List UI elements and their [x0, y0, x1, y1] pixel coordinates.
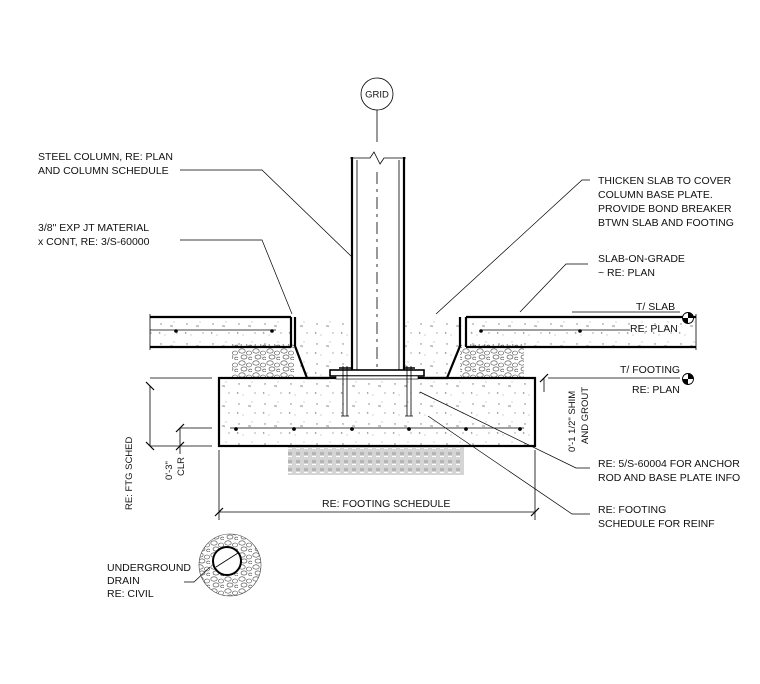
callout-clr: 0'-3" CLR	[164, 457, 187, 480]
callout-line: 3/8" EXP JT MATERIAL	[38, 222, 149, 234]
callout-line: THICKEN SLAB TO COVER	[598, 175, 732, 187]
grid-label: GRID	[365, 90, 389, 101]
t-slab-marker	[682, 312, 694, 324]
drain-pipe	[212, 546, 242, 576]
callout-line: AND COLUMN SCHEDULE	[38, 165, 169, 177]
callout-line: RE: 5/S-60004 FOR ANCHOR	[598, 458, 740, 470]
callout-line: ROD AND BASE PLATE INFO	[598, 472, 740, 484]
callout-t-footing: T/ FOOTING RE: PLAN	[620, 364, 680, 396]
callout-ftg-sched: RE: FTG SCHED	[124, 436, 135, 510]
grout	[335, 375, 419, 380]
soil-below-footing	[288, 447, 464, 475]
callout-line: x CONT, RE: 3/S-60000	[38, 236, 150, 248]
callout-t-slab: T/ SLAB RE: PLAN	[630, 301, 678, 335]
callout-line: 0'-1 1/2" SHIM	[567, 391, 578, 452]
callout-line: CLR	[176, 457, 187, 476]
callout-line: STEEL COLUMN, RE: PLAN	[38, 151, 173, 163]
footing-rebar-dots	[234, 427, 522, 431]
callout-slab-on-grade: SLAB-ON-GRADE ~ RE: PLAN	[598, 253, 685, 279]
callout-line: COLUMN BASE PLATE.	[598, 189, 713, 201]
callout-line: RE: CIVIL	[107, 588, 154, 600]
callout-line: 0'-3"	[164, 461, 175, 480]
callout-line: T/ FOOTING	[620, 364, 680, 376]
callout-line: PROVIDE BOND BREAKER	[598, 203, 732, 215]
base-plate	[329, 369, 425, 377]
column-break	[350, 151, 406, 165]
callout-thicken-slab: THICKEN SLAB TO COVER COLUMN BASE PLATE.…	[598, 175, 734, 229]
gravel-left	[232, 344, 294, 378]
callout-anchor: RE: 5/S-60004 FOR ANCHOR ROD AND BASE PL…	[598, 458, 740, 484]
callout-footing-schedule: RE: FOOTING SCHEDULE	[322, 498, 450, 510]
anchor-rods	[339, 366, 415, 417]
callout-drain: UNDERGROUND DRAIN RE: CIVIL	[107, 562, 191, 600]
callout-footing-reinf: RE: FOOTING SCHEDULE FOR REINF	[598, 504, 715, 530]
callout-line: BTWN SLAB AND FOOTING	[598, 217, 734, 229]
callout-exp-jt: 3/8" EXP JT MATERIAL x CONT, RE: 3/S-600…	[38, 222, 150, 248]
t-footing-marker	[682, 373, 694, 385]
steel-column	[350, 157, 406, 370]
callout-line: DRAIN	[107, 575, 140, 587]
slab-left	[150, 317, 291, 347]
grid-bubble: GRID	[360, 77, 394, 111]
gravel-right	[460, 344, 524, 378]
callout-steel-column: STEEL COLUMN, RE: PLAN AND COLUMN SCHEDU…	[38, 151, 173, 177]
callout-line: UNDERGROUND	[107, 562, 191, 574]
callout-shim: 0'-1 1/2" SHIM AND GROUT	[567, 387, 591, 452]
callout-line: ~ RE: PLAN	[598, 267, 655, 279]
callout-line: RE: PLAN	[632, 384, 680, 396]
callout-line: SLAB-ON-GRADE	[598, 253, 685, 265]
callout-line: RE: PLAN	[630, 323, 678, 335]
callout-line: SCHEDULE FOR REINF	[598, 518, 715, 530]
callout-line: T/ SLAB	[636, 301, 675, 313]
footing	[219, 378, 535, 446]
callout-line: RE: FOOTING	[598, 504, 666, 516]
callout-line: AND GROUT	[580, 387, 591, 444]
